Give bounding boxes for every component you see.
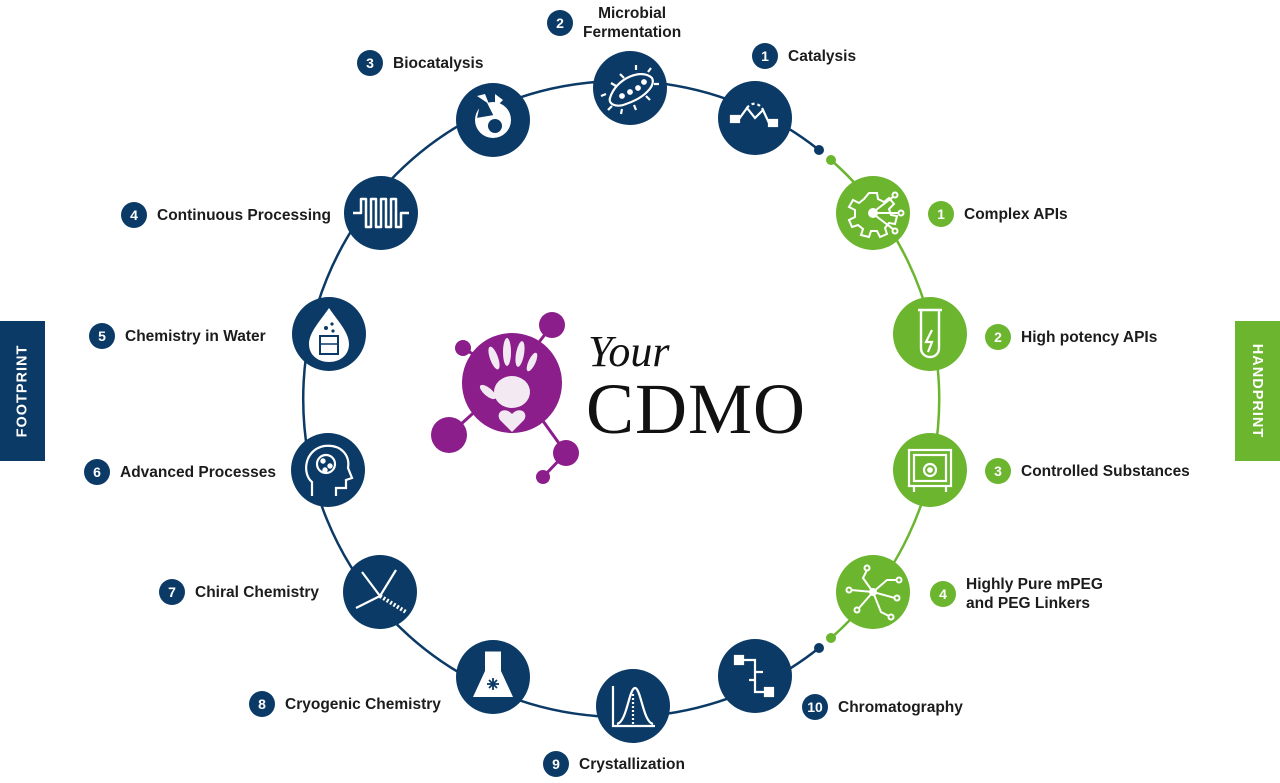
number-badge: 2 bbox=[547, 10, 573, 36]
label-text: Continuous Processing bbox=[157, 206, 331, 224]
number-badge: 9 bbox=[543, 751, 569, 777]
chromatography-icon bbox=[733, 654, 775, 698]
flask-snowflake-icon bbox=[473, 651, 513, 697]
logo-your-text: Your bbox=[588, 327, 670, 376]
node-controlled-substances bbox=[893, 433, 967, 507]
label-text: Cryogenic Chemistry bbox=[285, 695, 441, 713]
peg-linker-icon bbox=[845, 564, 903, 621]
node-chromatography bbox=[718, 639, 792, 713]
water-drop-beaker-icon bbox=[309, 308, 349, 362]
label-text: Biocatalysis bbox=[393, 54, 484, 72]
logo-cdmo-text: CDMO bbox=[586, 369, 807, 449]
gear-network-icon bbox=[847, 191, 905, 239]
ring-joint-dot bbox=[814, 643, 824, 653]
label-text: Chromatography bbox=[838, 698, 963, 716]
number-badge: 8 bbox=[249, 691, 275, 717]
peak-chart-icon bbox=[611, 686, 655, 728]
label-text-line2: Fermentation bbox=[583, 24, 682, 41]
node-chemistry-in-water bbox=[292, 297, 366, 371]
coil-icon bbox=[353, 197, 409, 229]
number-badge: 2 bbox=[985, 324, 1011, 350]
handprint-tab-label: HANDPRINT bbox=[1249, 343, 1266, 439]
number-badge: 6 bbox=[84, 459, 110, 485]
node-microbial-fermentation bbox=[593, 51, 667, 125]
number-badge: 4 bbox=[930, 581, 956, 607]
number-badge: 5 bbox=[89, 323, 115, 349]
footprint-tab: FOOTPRINT bbox=[0, 321, 45, 461]
number-badge: 10 bbox=[802, 694, 828, 720]
label-text: Catalysis bbox=[788, 47, 857, 65]
number-badge: 3 bbox=[357, 50, 383, 76]
catalysis-icon bbox=[729, 102, 779, 128]
label-chiral-chemistry: 7 Chiral Chemistry bbox=[159, 579, 319, 605]
node-biocatalysis bbox=[456, 83, 530, 157]
number-badge: 1 bbox=[928, 201, 954, 227]
label-advanced-processes: 6 Advanced Processes bbox=[84, 459, 276, 485]
label-highly-pure-mpeg: 4 Highly Pure mPEG and PEG Linkers bbox=[930, 575, 1103, 613]
chiral-icon bbox=[355, 569, 408, 614]
logo-mark bbox=[431, 312, 579, 484]
node-highly-pure-mpeg bbox=[836, 555, 910, 629]
label-cryogenic-chemistry: 8 Cryogenic Chemistry bbox=[249, 691, 441, 717]
brain-head-icon bbox=[305, 444, 354, 496]
label-text-line2: and PEG Linkers bbox=[966, 595, 1091, 612]
label-high-potency-apis: 2 High potency APIs bbox=[985, 324, 1157, 350]
node-high-potency-apis bbox=[893, 297, 967, 371]
number-badge: 3 bbox=[985, 458, 1011, 484]
handprint-mark bbox=[479, 338, 538, 432]
ring-joint-dot bbox=[826, 633, 836, 643]
label-microbial-fermentation: 2 Microbial Fermentation bbox=[547, 4, 681, 42]
label-text: Controlled Substances bbox=[1021, 462, 1190, 480]
test-tube-bolt-icon bbox=[918, 308, 942, 359]
handprint-tab: HANDPRINT bbox=[1235, 321, 1280, 461]
label-complex-apis: 1 Complex APIs bbox=[928, 201, 1068, 227]
node-continuous-processing bbox=[344, 176, 418, 250]
enzyme-icon bbox=[475, 93, 511, 138]
label-text: Crystallization bbox=[579, 755, 685, 773]
ring-joint-dot bbox=[826, 155, 836, 165]
label-text: Advanced Processes bbox=[120, 463, 276, 481]
label-text: Chiral Chemistry bbox=[195, 583, 320, 601]
label-text: Highly Pure mPEG bbox=[966, 576, 1103, 593]
label-catalysis: 1 Catalysis bbox=[752, 43, 856, 69]
label-controlled-substances: 3 Controlled Substances bbox=[985, 458, 1190, 484]
label-continuous-processing: 4 Continuous Processing bbox=[121, 202, 331, 228]
number-badge: 4 bbox=[121, 202, 147, 228]
node-catalysis bbox=[718, 81, 792, 155]
label-text: Chemistry in Water bbox=[125, 327, 266, 345]
safe-icon bbox=[907, 448, 953, 492]
label-chemistry-in-water: 5 Chemistry in Water bbox=[89, 323, 266, 349]
label-text: Microbial bbox=[598, 5, 667, 22]
node-complex-apis bbox=[836, 176, 910, 250]
label-crystallization: 9 Crystallization bbox=[543, 751, 685, 777]
label-chromatography: 10 Chromatography bbox=[802, 694, 963, 720]
label-text: Complex APIs bbox=[964, 205, 1068, 223]
number-badge: 7 bbox=[159, 579, 185, 605]
label-text: High potency APIs bbox=[1021, 328, 1158, 346]
bacteria-icon bbox=[600, 65, 659, 115]
node-advanced-processes bbox=[291, 433, 365, 507]
ring-joint-dot bbox=[814, 145, 824, 155]
number-badge: 1 bbox=[752, 43, 778, 69]
footprint-tab-label: FOOTPRINT bbox=[14, 344, 31, 438]
node-cryogenic-chemistry bbox=[456, 640, 530, 714]
node-crystallization bbox=[596, 669, 670, 743]
node-chiral-chemistry bbox=[343, 555, 417, 629]
label-biocatalysis: 3 Biocatalysis bbox=[357, 50, 483, 76]
